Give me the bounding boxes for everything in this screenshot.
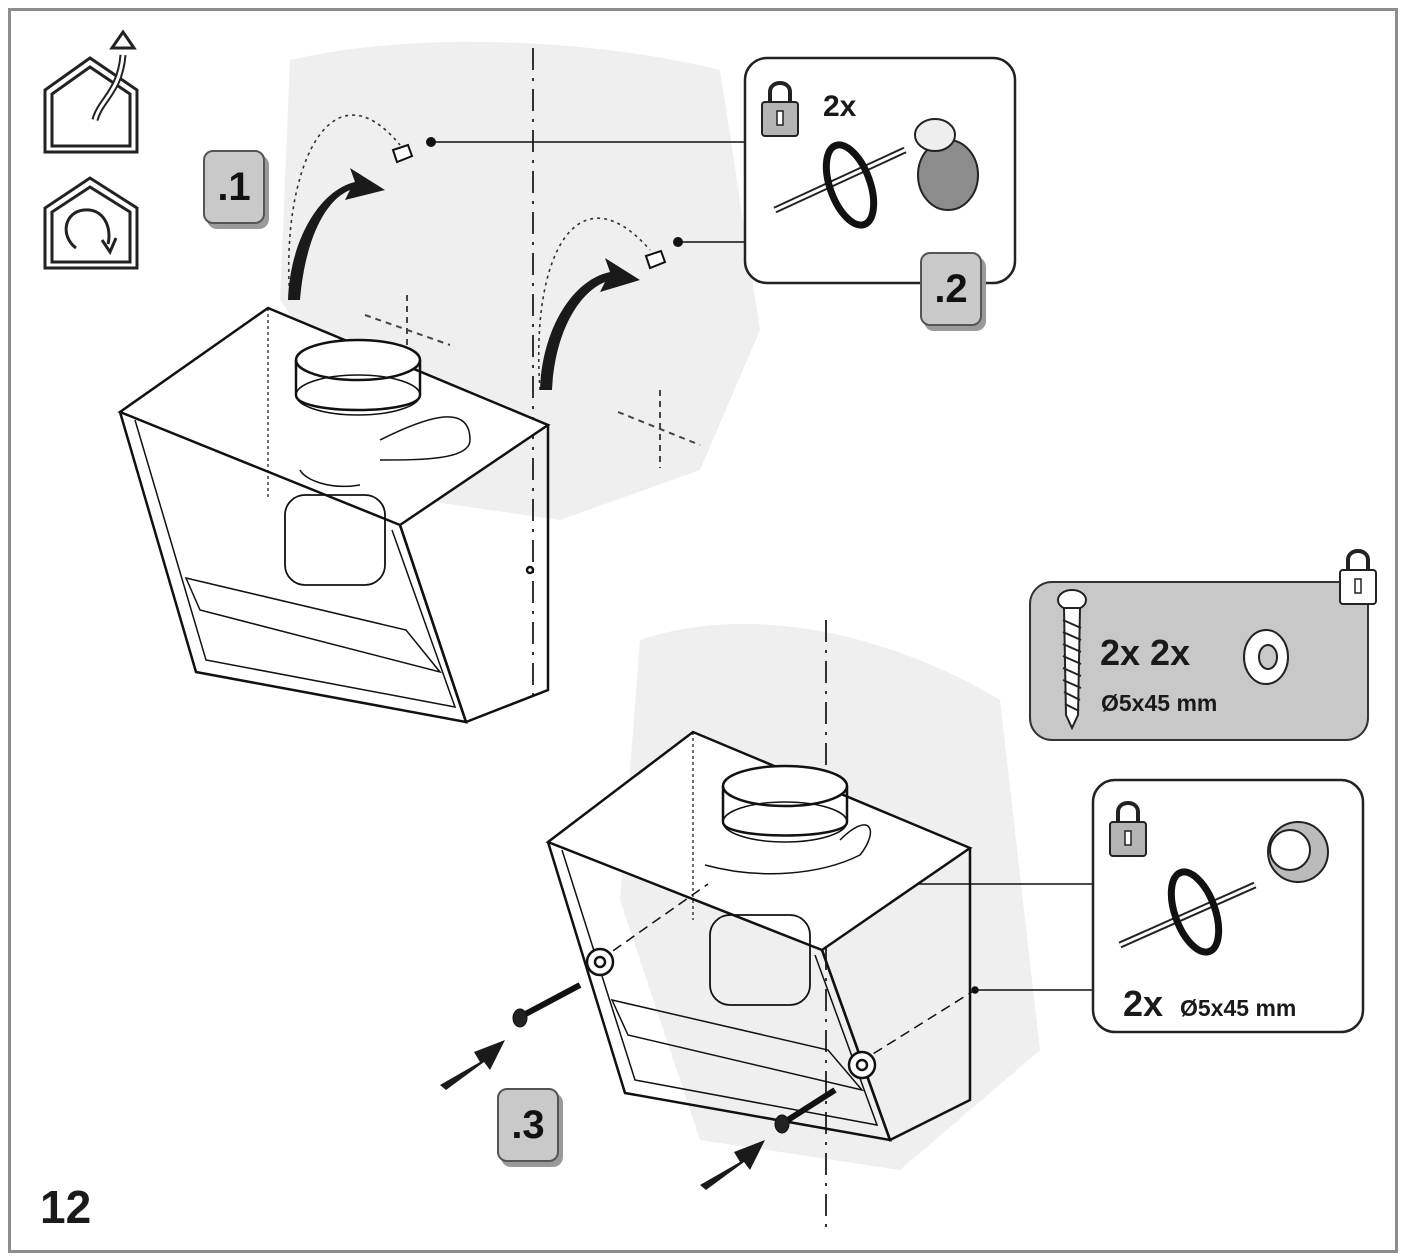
padlock-icon [761, 81, 799, 137]
screw-icon [1057, 589, 1087, 731]
page-number: 12 [40, 1181, 92, 1233]
parts-box-screw-size: Ø5x45 mm [1101, 690, 1218, 716]
step-badge-1: .1 [203, 150, 265, 224]
step-badge-2: .2 [920, 252, 982, 326]
recirculation-icon [43, 176, 139, 270]
step-label: .3 [511, 1102, 545, 1147]
step-label: .2 [934, 266, 968, 311]
push-arrows [440, 1040, 765, 1190]
washer-icon [1243, 629, 1289, 685]
padlock-icon [1339, 549, 1377, 605]
callout-bottom-quantity: 2x [1123, 983, 1164, 1024]
step-label: .1 [217, 164, 251, 209]
callout-bottom-box [1091, 778, 1365, 1034]
step-badge-3: .3 [497, 1088, 559, 1162]
drill-crosshairs [364, 295, 701, 468]
parts-box [1029, 549, 1377, 741]
callout-bottom-screw-size: Ø5x45 mm [1180, 995, 1297, 1021]
ducted-exhaust-icon [43, 29, 139, 154]
lift-arrows [288, 168, 640, 390]
callout-top-quantity: 2x [823, 90, 857, 123]
hood-upper [117, 306, 551, 724]
fixing-screws [512, 982, 837, 1134]
parts-box-quantity: 2x 2x [1100, 632, 1191, 673]
callout-top-box [743, 56, 1017, 285]
hook-trajectories [287, 114, 651, 391]
padlock-icon [1109, 801, 1147, 857]
hood-lower [545, 730, 976, 1142]
